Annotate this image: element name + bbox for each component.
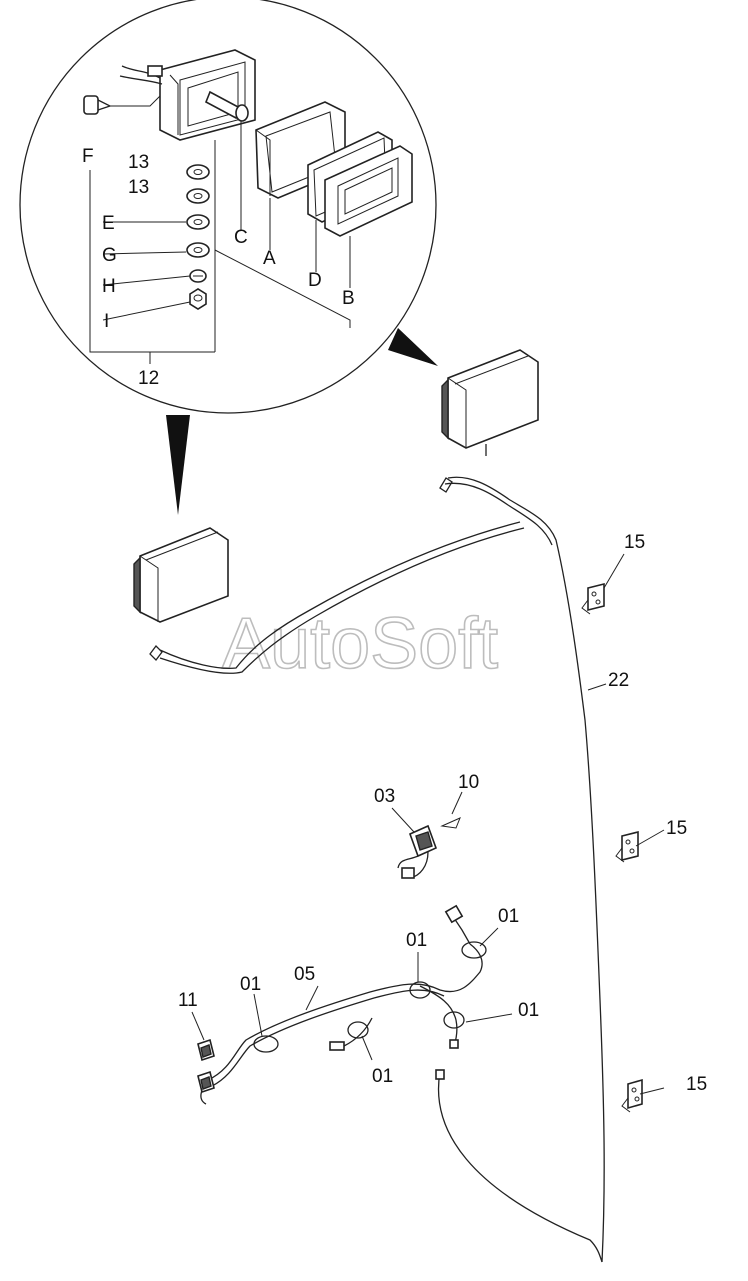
detail-view [19,0,438,515]
callout-13b: 13 [128,177,149,198]
bracket-15a [581,582,605,615]
nut-icon [189,288,207,310]
washer-stack [186,164,210,310]
callout-03: 03 [374,786,395,807]
pointer-arrow-right [388,328,438,366]
clip-icon [253,1035,279,1053]
washer-icon [186,242,210,258]
callout-01b: 01 [406,930,427,951]
callout-C: C [234,227,248,248]
callout-F: F [82,146,94,167]
callout-B: B [342,288,355,309]
pointer-arrow-left [166,415,190,515]
callout-15c: 15 [686,1074,707,1095]
washer-icon [186,214,210,230]
callout-05: 05 [294,964,315,985]
frame-part [324,145,413,237]
watermark: AutoSoft [222,604,498,684]
callout-01c: 01 [240,974,261,995]
callout-D: D [308,270,322,291]
callout-22: 22 [608,670,629,691]
clip-icon [443,1011,465,1029]
bracket-15c [621,1078,643,1113]
clip-icon [409,981,431,999]
lamp-housing [119,49,256,141]
bracket-15b [615,830,639,863]
callout-15b: 15 [666,818,687,839]
callout-E: E [102,213,115,234]
callout-H: H [102,276,116,297]
bolt-icon [83,95,161,115]
callout-01d: 01 [518,1000,539,1021]
callout-A: A [263,248,276,269]
washer-icon [186,188,210,204]
clip-01-set [253,941,487,1053]
callout-11: 11 [178,990,198,1011]
clip-icon [347,1021,369,1039]
callout-01a: 01 [498,906,519,927]
callout-10: 10 [458,772,479,793]
harness-22 [149,476,605,1263]
switch-03 [397,824,438,879]
callout-15a: 15 [624,532,645,553]
washer-icon [186,164,210,180]
relay-11 [197,1038,215,1094]
callout-G: G [102,245,117,266]
work-lamp-right [441,349,539,456]
callout-13a: 13 [128,152,149,173]
work-lamp-left [133,527,229,623]
callout-01e: 01 [372,1066,393,1087]
callout-I: I [104,311,109,332]
callout-12: 12 [138,368,159,389]
clip-icon [461,941,487,959]
decal-10 [440,817,461,829]
detail-circle [19,0,437,414]
